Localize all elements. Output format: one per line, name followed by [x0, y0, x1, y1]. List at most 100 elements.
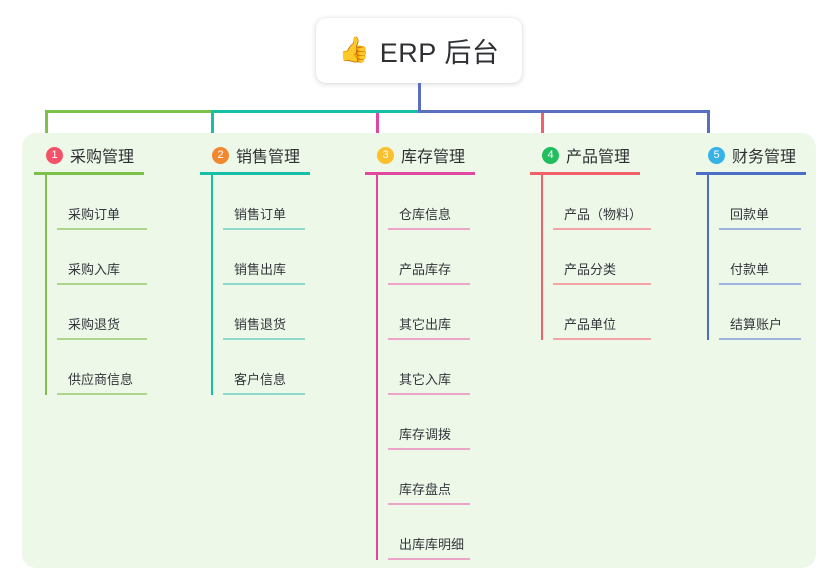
branch-underline — [530, 172, 640, 175]
leaf-list: 仓库信息产品库存其它出库其它入库库存调拨库存盘点出库库明细 — [365, 175, 475, 560]
branch-header-product[interactable]: 4 产品管理 — [530, 143, 640, 167]
leaf-underline — [553, 338, 651, 340]
leaf-label: 客户信息 — [234, 372, 287, 387]
leaf-item[interactable]: 产品（物料） — [542, 175, 651, 230]
branch-number-badge: 2 — [212, 146, 229, 164]
leaf-underline — [223, 283, 305, 285]
leaf-label: 库存调拨 — [399, 427, 452, 442]
branch-number-badge: 1 — [46, 146, 63, 164]
leaf-item[interactable]: 销售订单 — [212, 175, 310, 230]
leaf-label: 产品单位 — [564, 317, 617, 332]
branch-column-inventory: 3 库存管理仓库信息产品库存其它出库其它入库库存调拨库存盘点出库库明细 — [365, 143, 475, 560]
leaf-underline — [388, 228, 470, 230]
drop-inventory — [376, 113, 379, 138]
leaf-label: 产品库存 — [399, 262, 452, 277]
leaf-item[interactable]: 客户信息 — [212, 340, 310, 395]
leaf-label: 库存盘点 — [399, 482, 452, 497]
drop-finance — [707, 113, 710, 138]
leaf-item[interactable]: 仓库信息 — [377, 175, 475, 230]
leaf-list: 销售订单销售出库销售退货客户信息 — [200, 175, 310, 395]
leaf-item[interactable]: 采购入库 — [46, 230, 147, 285]
branch-header-sales[interactable]: 2 销售管理 — [200, 143, 310, 167]
connector-stem — [418, 83, 421, 113]
bus-segment-teal — [211, 110, 418, 113]
leaf-spine — [45, 175, 47, 395]
branch-number-badge: 3 — [377, 146, 394, 164]
branch-panel — [22, 133, 816, 568]
bus-segment-green — [45, 110, 211, 113]
leaf-item[interactable]: 结算账户 — [708, 285, 806, 340]
leaf-underline — [57, 393, 147, 395]
leaf-underline — [719, 283, 801, 285]
branch-number-badge: 5 — [708, 146, 725, 164]
branch-underline — [200, 172, 310, 175]
leaf-item[interactable]: 库存调拨 — [377, 395, 475, 450]
thumbs-up-icon: 👍 — [338, 36, 370, 64]
leaf-label: 销售订单 — [234, 207, 287, 222]
leaf-label: 仓库信息 — [399, 207, 452, 222]
leaf-label: 其它入库 — [399, 372, 452, 387]
leaf-label: 采购退货 — [68, 317, 121, 332]
branch-header-inventory[interactable]: 3 库存管理 — [365, 143, 475, 167]
leaf-label: 其它出库 — [399, 317, 452, 332]
leaf-underline — [388, 393, 470, 395]
branch-column-sales: 2 销售管理销售订单销售出库销售退货客户信息 — [200, 143, 310, 395]
leaf-underline — [57, 338, 147, 340]
branch-header-purchase[interactable]: 1 采购管理 — [34, 143, 144, 167]
branch-column-product: 4 产品管理产品（物料） 产品分类产品单位 — [530, 143, 651, 340]
leaf-item[interactable]: 付款单 — [708, 230, 806, 285]
leaf-underline — [553, 283, 651, 285]
leaf-label: 出库库明细 — [399, 537, 465, 552]
root-title: ERP 后台 — [379, 38, 500, 68]
root-node[interactable]: 👍 ERP 后台 — [316, 18, 522, 83]
leaf-item[interactable]: 销售出库 — [212, 230, 310, 285]
leaf-item[interactable]: 产品分类 — [542, 230, 651, 285]
leaf-label: 产品（物料） — [564, 207, 643, 222]
leaf-item[interactable]: 其它出库 — [377, 285, 475, 340]
leaf-underline — [388, 503, 470, 505]
leaf-underline — [388, 338, 470, 340]
leaf-list: 产品（物料） 产品分类产品单位 — [530, 175, 651, 340]
leaf-underline — [553, 228, 651, 230]
leaf-underline — [223, 393, 305, 395]
leaf-underline — [388, 448, 470, 450]
leaf-spine — [376, 175, 378, 560]
leaf-label: 回款单 — [730, 207, 770, 222]
branch-title: 销售管理 — [236, 149, 301, 166]
leaf-item[interactable]: 产品库存 — [377, 230, 475, 285]
leaf-underline — [719, 338, 801, 340]
branch-number-badge: 4 — [542, 146, 559, 164]
leaf-item[interactable]: 供应商信息 — [46, 340, 147, 395]
branch-underline — [365, 172, 475, 175]
leaf-item[interactable]: 其它入库 — [377, 340, 475, 395]
leaf-item[interactable]: 采购订单 — [46, 175, 147, 230]
leaf-label: 结算账户 — [730, 317, 783, 332]
leaf-underline — [388, 283, 470, 285]
branch-title: 采购管理 — [70, 149, 135, 166]
branch-title: 产品管理 — [566, 149, 631, 166]
leaf-item[interactable]: 产品单位 — [542, 285, 651, 340]
leaf-underline — [223, 228, 305, 230]
leaf-underline — [57, 283, 147, 285]
branch-title: 库存管理 — [401, 149, 466, 166]
branch-column-purchase: 1 采购管理采购订单采购入库采购退货供应商信息 — [34, 143, 147, 395]
leaf-item[interactable]: 采购退货 — [46, 285, 147, 340]
drop-sales — [211, 113, 214, 138]
drop-purchase — [45, 113, 48, 138]
leaf-item[interactable]: 出库库明细 — [377, 505, 475, 560]
leaf-item[interactable]: 库存盘点 — [377, 450, 475, 505]
leaf-list: 采购订单采购入库采购退货供应商信息 — [34, 175, 147, 395]
leaf-item[interactable]: 回款单 — [708, 175, 806, 230]
leaf-spine — [541, 175, 543, 340]
drop-product — [541, 113, 544, 138]
leaf-underline — [57, 228, 147, 230]
branch-underline — [34, 172, 144, 175]
leaf-label: 供应商信息 — [68, 372, 134, 387]
leaf-item[interactable]: 销售退货 — [212, 285, 310, 340]
bus-segment-blue — [418, 110, 710, 113]
leaf-list: 回款单付款单结算账户 — [696, 175, 806, 340]
branch-underline — [696, 172, 806, 175]
